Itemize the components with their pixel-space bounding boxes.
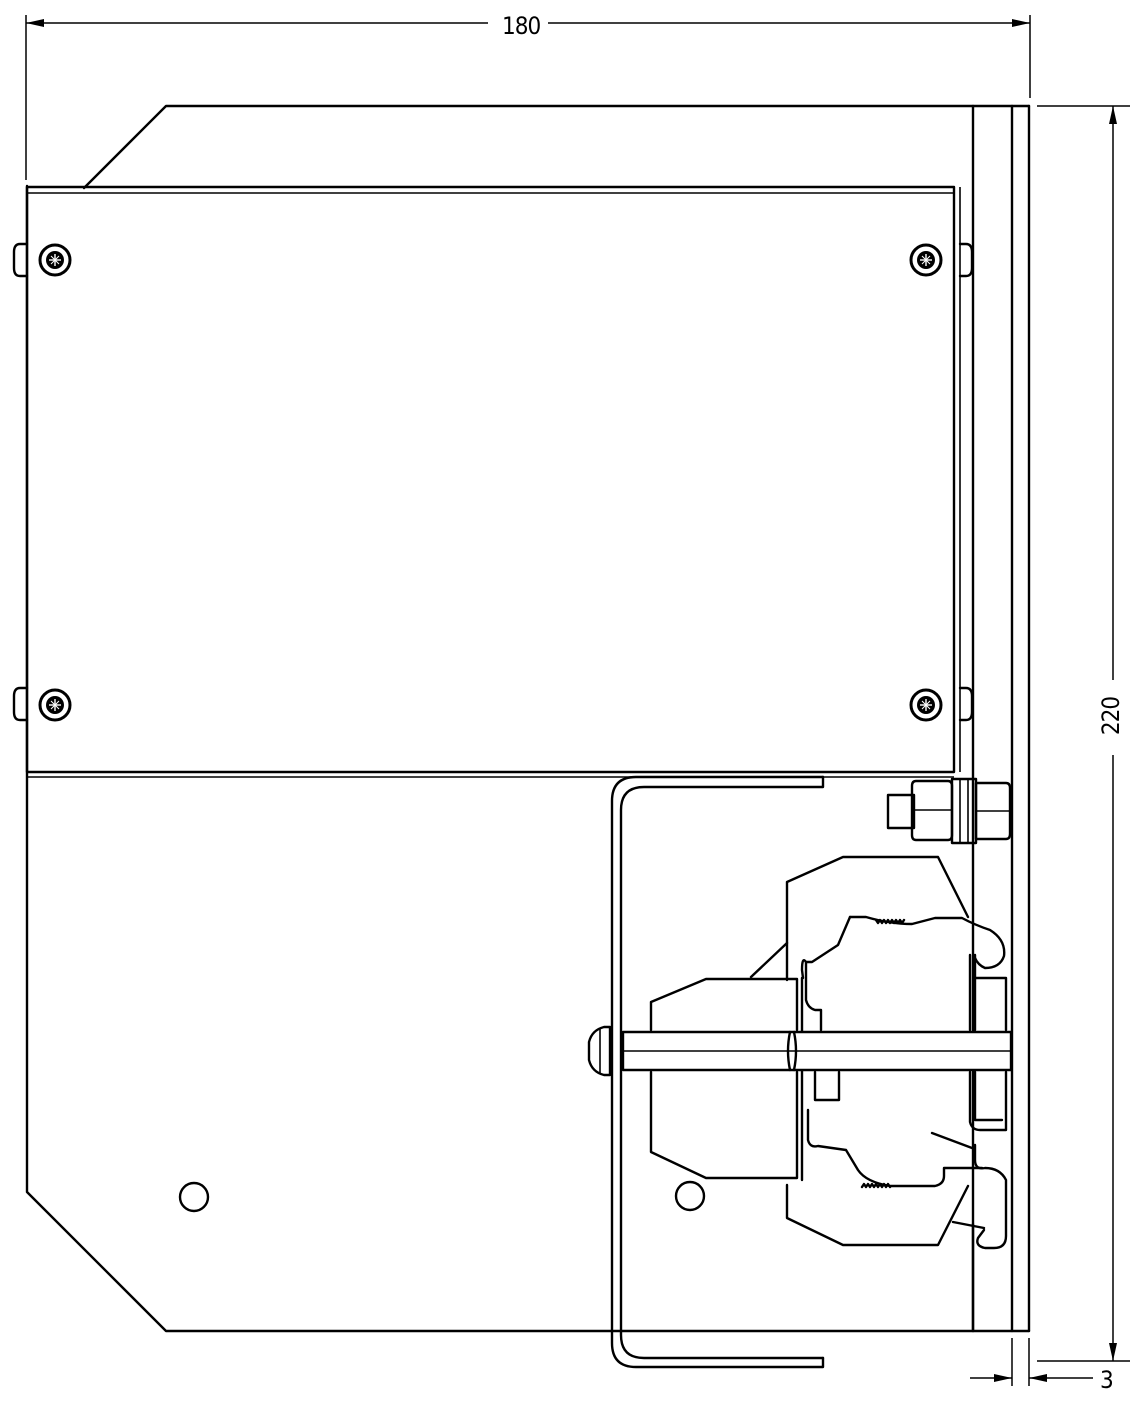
terminal-block-upper: [749, 855, 1006, 982]
cover-screw-top-right: [909, 243, 943, 277]
housing-side-panel: [25, 104, 1031, 1333]
hex-bolt-assembly: [886, 777, 1012, 845]
dimension-height: [1037, 105, 1130, 1362]
phillips-screw-icon: [909, 243, 943, 277]
cover-screw-bottom-left: [38, 688, 72, 722]
phillips-screw-icon: [909, 688, 943, 722]
din-rail: [930, 953, 1008, 1250]
mounting-hole-right: [674, 1180, 706, 1212]
phillips-screw-icon: [38, 688, 72, 722]
screw-profiles: [12, 242, 974, 722]
dimension-height-label: 220: [1097, 690, 1125, 742]
dimension-width: [25, 15, 1031, 180]
dimension-thickness: [970, 1338, 1093, 1386]
cover-screw-top-left: [38, 243, 72, 277]
dimension-width-label: 180: [494, 14, 549, 38]
terminal-block-lower: [785, 1183, 986, 1333]
terminal-block-left: [649, 976, 804, 1182]
u-bracket: [610, 775, 825, 1369]
mounting-hole-left: [178, 1181, 210, 1213]
cover-screw-bottom-right: [909, 688, 943, 722]
through-rod: [587, 1025, 1013, 1077]
cover-plate: [25, 185, 961, 778]
din-rail-spine: [804, 960, 984, 1189]
dimension-thickness-label: 3: [1100, 1366, 1114, 1394]
phillips-screw-icon: [38, 243, 72, 277]
